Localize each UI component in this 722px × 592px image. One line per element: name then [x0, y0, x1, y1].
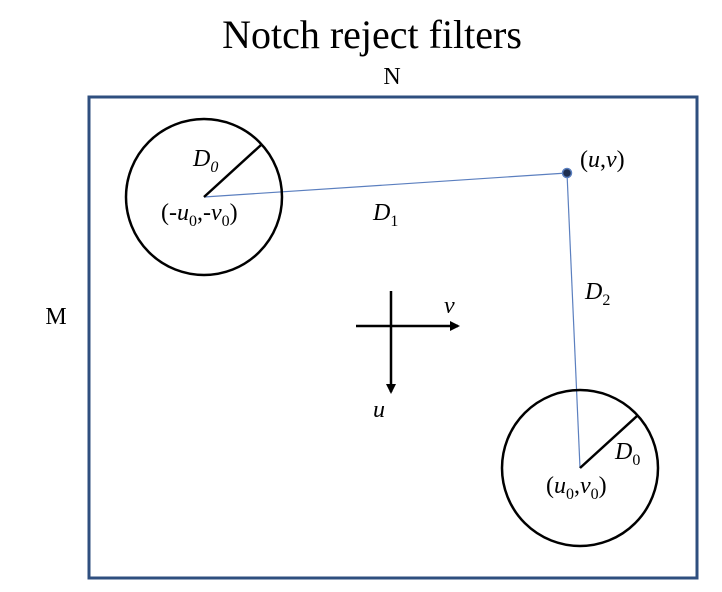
- notch-bottom-right: D0 (u0,v0): [500, 388, 660, 548]
- distance-line-d1: [203, 172, 568, 198]
- notch-circle-top-left: [124, 117, 284, 277]
- notch-circle-bottom-right: [500, 388, 660, 548]
- distance-label-d2: D2: [584, 279, 610, 309]
- point-uv-label: (u,v): [580, 147, 625, 173]
- axes-cross: v u: [356, 291, 460, 423]
- point-uv: [561, 167, 573, 179]
- distance-label-d1: D1: [372, 200, 398, 230]
- notch-radius-top-left: [203, 144, 262, 198]
- distance-line-d2: [566, 172, 581, 469]
- diagram-title: Notch reject filters: [222, 12, 522, 57]
- radius-label-top-left: D0: [192, 146, 218, 176]
- notch-top-left: D0 (-u0,-v0): [124, 117, 284, 277]
- notch-radius-bottom-right: [579, 415, 638, 469]
- frame-label-n: N: [383, 64, 400, 90]
- radius-label-bottom-right: D0: [614, 439, 640, 469]
- axis-u-label: u: [373, 397, 385, 423]
- axis-v-label: v: [444, 293, 455, 319]
- center-label-bottom-right: (u0,v0): [546, 473, 607, 503]
- frequency-rectangle: [87, 95, 699, 580]
- frame-label-m: M: [45, 304, 66, 330]
- center-label-top-left: (-u0,-v0): [161, 200, 238, 230]
